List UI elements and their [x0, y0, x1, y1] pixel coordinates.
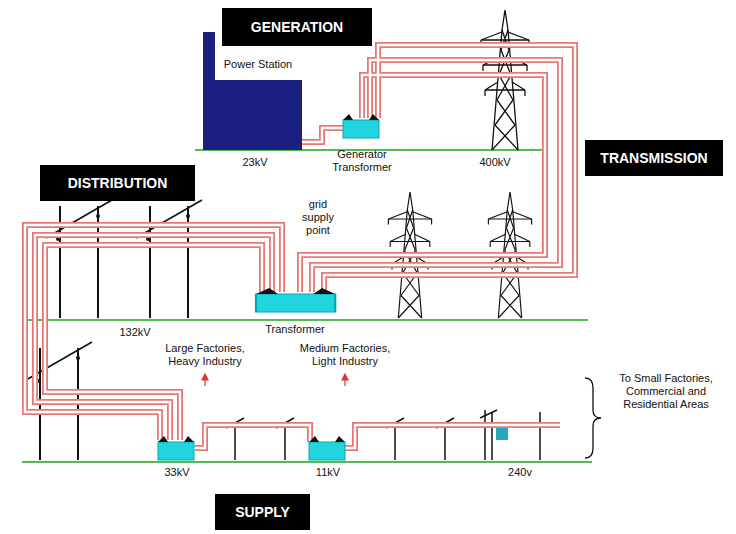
diagram-label: Power Station: [217, 58, 299, 71]
stage-banner: GENERATION: [222, 8, 372, 46]
stage-banner: SUPPLY: [215, 494, 310, 530]
diagram-label: Medium Factories, Light Industry: [290, 342, 400, 368]
stage-banner: TRANSMISSION: [585, 140, 723, 176]
banner-text: SUPPLY: [227, 504, 298, 520]
diagram-label: 400kV: [465, 156, 525, 169]
diagram-label: 11kV: [298, 466, 358, 479]
banner-text: GENERATION: [243, 19, 351, 35]
diagram-label: 23kV: [225, 156, 285, 169]
stage-banner: DISTRIBUTION: [40, 165, 195, 201]
diagram-label: 240v: [490, 466, 550, 479]
banner-text: TRANSMISSION: [592, 150, 715, 166]
diagram-label: 132kV: [105, 326, 165, 339]
banner-text: DISTRIBUTION: [60, 175, 176, 191]
diagram-label: Transformer: [250, 323, 340, 336]
diagram-label: Large Factories, Heavy Industry: [153, 342, 257, 368]
diagram-label: grid supply point: [296, 198, 340, 237]
diagram-label: To Small Factories, Commercial and Resid…: [603, 372, 729, 411]
diagram-label: 33kV: [147, 466, 207, 479]
diagram-label: Generator Transformer: [322, 148, 402, 174]
